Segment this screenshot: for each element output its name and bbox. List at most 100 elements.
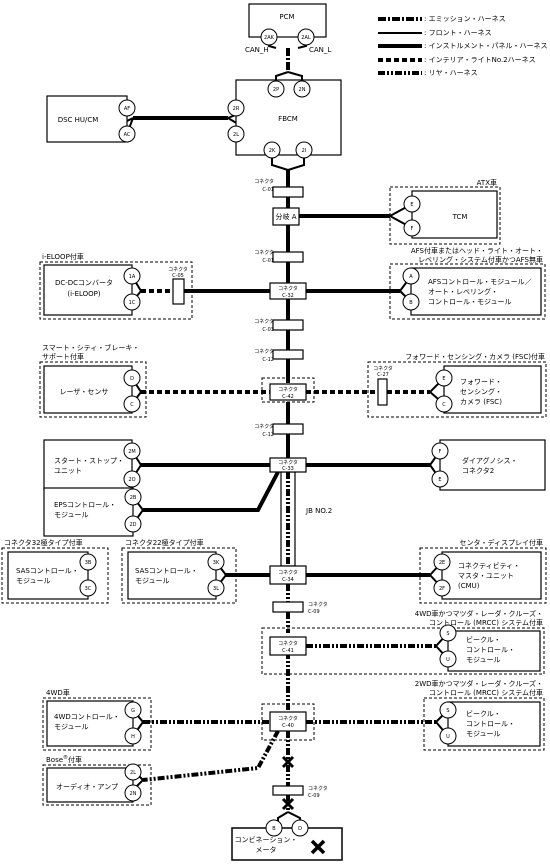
condition-scbs-line2: サポート付車 [42,352,84,361]
connector-word: コネクタ [278,386,298,393]
condition-ieloop: i-ELOOP付車 [42,252,84,261]
connector-c12-b: コネクタ C-12 [254,423,304,438]
connector-word: コネクタ [278,459,298,466]
startstop-module: スタート・ストップ・ ユニット 2M 2O [43,439,141,491]
cmu-label-line2: マスタ・ユニット [458,571,514,580]
combi-label-line1: コンビネーション・ [235,835,298,844]
connector-word: コネクタ [254,423,274,430]
diag-label-line1: ダイアグノシス・ [462,456,518,465]
pin-g: G [131,708,135,714]
split-a-label: 分岐 A [275,212,296,221]
laser-label: レーザ・センサ [60,388,109,396]
wires [126,40,449,824]
connector-c03-label: C-03 [262,327,274,333]
connector-c12-a: コネクタ C-12 [254,348,304,363]
audio-label: オーディオ・アンプ [56,782,118,791]
connector-c09-a: コネクタ C-09 [272,601,328,615]
combi-label-line2: メータ [256,845,277,854]
cmu-label-line3: (CMU) [458,582,480,590]
pin-2i: 2I [302,148,307,154]
fsc-label-line3: カメラ (FSC) [460,398,502,406]
bose-text: Bose [46,756,63,764]
can-h-label: CAN_H [245,46,269,54]
diag-module: ダイアグノシス・ コネクタ2 F E [431,439,546,491]
pin-3b: 3B [85,560,92,566]
fault-x-icon [310,839,326,855]
pin-1c: 1C [129,300,136,306]
pin-e: E [438,477,441,483]
condition-mrcc4wd-line2: コントロール (MRCC) システム付車 [429,618,543,627]
pin-b: B [272,826,276,832]
pin-ac: AC [124,132,131,138]
dsc-label: DSC HU/CM [58,116,99,124]
connector-c42: コネクタ C-42 [261,377,315,403]
fsc-group: フォワード・センシング・カメラ (FSC)付車 コネクタ C-27 フォワード・… [367,352,547,418]
connector-word: コネクタ [278,715,298,722]
dcdc-label-line2: (i-ELOOP) [67,290,101,298]
pin-2n: 2N [130,791,137,797]
vcm1-label-line2: コントロール・ [466,646,515,654]
pin-2ak: 2AK [264,35,275,41]
pin-f: F [439,449,442,455]
legend-label-instrument: : インストルメント・パネル・ハーネス [424,42,547,50]
awd-group: 4WD車 4WDコントロール・ モジュール G H [42,688,152,751]
connector-word: コネクタ [373,365,393,372]
condition-awd: 4WD車 [46,688,70,697]
pin-2al: 2AL [301,35,311,41]
sas22-label-line2: モジュール [135,577,170,585]
startstop-label-line1: スタート・ストップ・ [54,456,124,465]
diag-label-line2: コネクタ2 [462,466,494,475]
legend-label-front: : フロント・ハーネス [424,29,492,37]
connector-c40-label: C-40 [282,723,294,729]
pin-2r: 2R [233,106,240,112]
vcm2-label-line3: モジュール [466,730,501,738]
condition-mrcc2wd-line1: 2WD車かつマツダ・レーダ・クルーズ・ [415,679,543,688]
tcm-group: ATX車 TCM E F [389,178,501,245]
pin-d: D [130,376,134,382]
dsc-module: DSC HU/CM AF AC [46,95,136,143]
dcdc-group: i-ELOOP付車 DC-DCコンバータ (i-ELOOP) 1A 1C コネク… [39,252,193,320]
pin-u: U [446,734,450,740]
connector-c40: コネクタ C-40 [261,703,315,741]
pcm-label: PCM [279,13,294,21]
connector-c34-label: C-34 [282,577,294,583]
pin-2k: 2K [269,148,276,154]
pin-d: D [298,826,302,832]
eps-label-line2: モジュール [54,511,89,519]
condition-afs-line1: AFS付車またはヘッド・ライト・オート・ [411,246,543,255]
connector-c27-label: C-27 [377,372,389,378]
pin-3k: 3K [213,560,220,566]
pin-e: E [410,202,413,208]
condition-mrcc2wd-line2: コントロール (MRCC) システム付車 [429,688,543,697]
tcm-label: TCM [452,213,468,221]
pin-2l: 2L [130,770,136,776]
condition-fsc: フォワード・センシング・カメラ (FSC)付車 [405,352,545,361]
vcm2-label-line1: ビークル・ [466,709,501,718]
eps-module: EPSコントロール・ モジュール 2B 2D [43,487,142,537]
connector-c01-a-label: C-01 [262,187,274,193]
pin-c: C [442,402,446,408]
legend-label-emission: : エミッション・ハーネス [424,15,506,23]
condition-center: センタ・ディスプレイ付車 [459,538,543,547]
connector-c32-label: C-32 [282,293,294,299]
pin-c: C [130,402,134,408]
pin-2p: 2P [273,87,279,93]
vcm1-module: ビークル・ コントロール・ モジュール S U [439,624,541,672]
afs-label-line3: コントロール・モジュール [428,298,512,306]
legend: : エミッション・ハーネス : フロント・ハーネス : インストルメント・パネル… [378,15,547,77]
pin-2l: 2L [233,132,239,138]
eps-label-line1: EPSコントロール・ [54,501,116,509]
connector-c01-a: コネクタ C-01 [254,178,304,198]
connector-word: コネクタ [308,785,328,792]
pcm-module: PCM 2AK 2AL CAN_H CAN_L [245,3,331,54]
condition-c22type: コネクタ22極タイプ付車 [125,538,204,547]
connector-word: コネクタ [168,266,188,273]
connector-c41-label: C-41 [282,648,294,654]
condition-c32type: コネクタ32極タイプ付車 [4,538,83,547]
connector-c12-b-label: C-12 [262,432,274,438]
sas32-label-line2: モジュール [16,577,51,585]
registered-mark: ® [63,754,68,761]
connector-c01-b: コネクタ C-01 [254,249,304,264]
